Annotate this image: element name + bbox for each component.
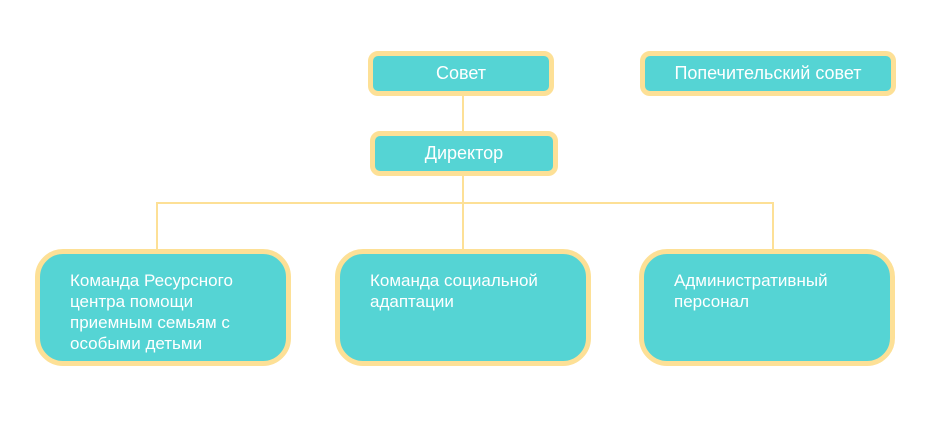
node-board-of-trustees: Попечительский совет [640, 51, 896, 96]
connector-right [772, 202, 774, 251]
connector-director-down [462, 175, 464, 251]
connector-council-director [462, 95, 464, 133]
node-social-adaptation-team: Команда социальной адаптации [335, 249, 591, 366]
connector-left [156, 202, 158, 251]
node-council: Совет [368, 51, 554, 96]
node-admin-staff: Административный персонал [639, 249, 895, 366]
connector-horizontal [156, 202, 774, 204]
node-resource-center-team: Команда Ресурсного центра помощи приемны… [35, 249, 291, 366]
node-director: Директор [370, 131, 558, 176]
